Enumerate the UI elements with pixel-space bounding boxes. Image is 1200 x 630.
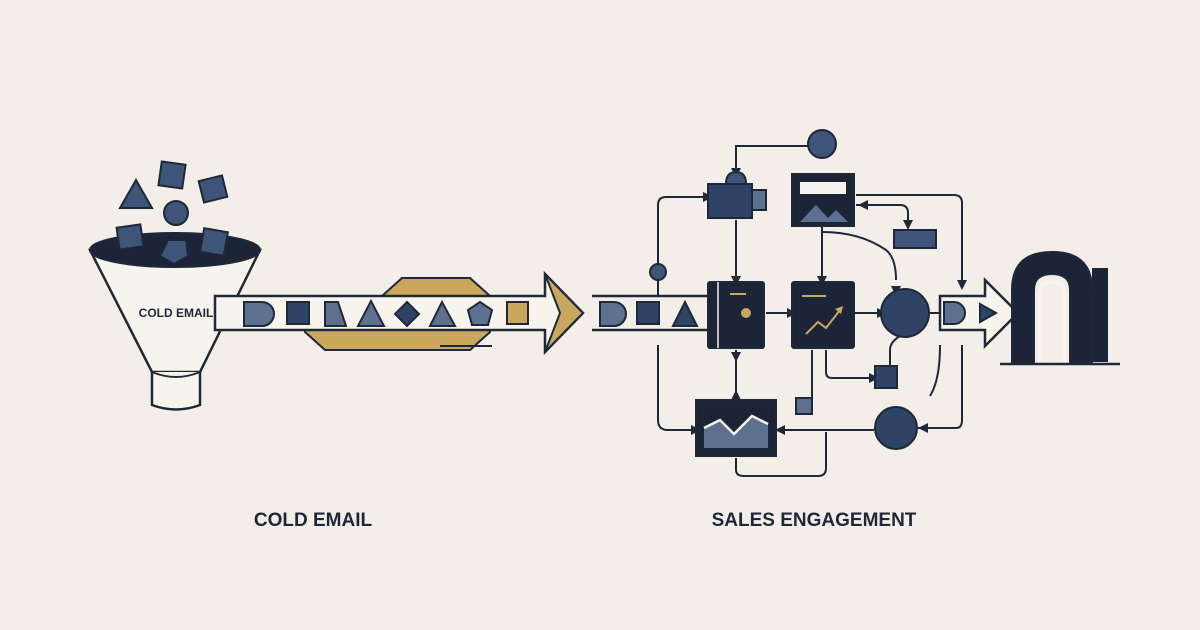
funnel-icon [87,223,263,411]
item-triangle [356,298,386,327]
falling-shapes [118,160,229,226]
falling-triangle [118,177,154,209]
trend-chart-icon [791,281,855,349]
item-trapezoid [324,301,348,327]
item-triangle [428,299,457,327]
conveyor-items [243,298,529,328]
small-bar-node [893,229,937,249]
book-icon [707,281,765,349]
top-circle-node [807,129,837,159]
falling-square [157,160,187,190]
tiny-square-node [795,397,813,415]
item-pill [599,301,627,327]
item-square [286,301,310,325]
item-square [636,301,660,325]
caption-sales-engagement: SALES ENGAGEMENT [712,510,917,531]
falling-square [197,174,229,204]
funnel-label: COLD EMAIL [139,306,214,320]
gear-stack-icon [707,170,767,219]
small-circle-node [649,263,667,281]
flow-connectors [657,145,963,477]
arrowheads [691,168,967,435]
area-chart-icon [695,399,777,457]
input-band [592,294,710,332]
small-square-node [874,365,898,389]
image-panel-node [791,173,855,227]
caption-cold-email: COLD EMAIL [254,510,373,531]
exit-arrow [938,276,1020,350]
falling-circle [163,200,189,226]
item-triangle [671,299,699,327]
item-gold-square [506,301,529,325]
item-diamond [393,300,421,328]
portal-arch-icon [1000,250,1120,366]
bottom-circle-node [874,406,918,450]
item-pill [243,301,275,327]
hub-circle-node [880,288,930,338]
item-pentagon [466,300,494,326]
